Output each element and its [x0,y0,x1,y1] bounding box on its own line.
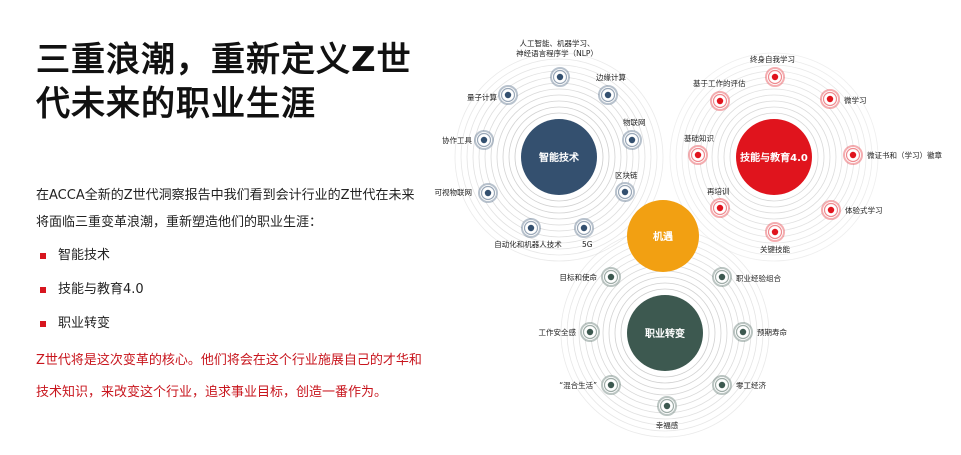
skills-node-label: 微证书和（学习）徽章 [867,150,942,160]
skills-node: 关键技能 [760,222,790,254]
tech-node-label: 量子计算 [467,92,497,102]
career-node-label: 职业经验组合 [736,273,781,283]
tech-node: 边缘计算 [596,72,626,105]
skills-node: 终身自我学习 [750,54,795,87]
list-item: 职业转变 [36,313,144,347]
tech-node-label: 协作工具 [442,135,472,145]
career-node-label: 预期寿命 [757,327,787,337]
tech-node: 可视物联网 [435,183,498,203]
skills-node-label: 微学习 [844,95,867,105]
opportunity-circle: 机遇 [627,200,699,272]
career-node: 预期寿命 [733,322,787,342]
skills-node: 基于工作的评估 [693,78,746,111]
career-node: 职业经验组合 [712,267,781,287]
tech-node: 自动化和机器人技术 [494,218,562,249]
skills-node-label: 关键技能 [760,244,790,254]
opportunity-label: 机遇 [653,230,673,243]
career-node: “混合生活” [559,375,621,395]
intro-paragraph: 在ACCA全新的Z世代洞察报告中我们看到会计行业的Z世代在未来将面临三重变革浪潮… [36,188,415,230]
tech-node-label: 可视物联网 [435,187,473,197]
career-node-label: “混合生活” [559,380,597,390]
skills-node: 微证书和（学习）徽章 [843,145,942,165]
skills-node: 基础知识 [684,133,714,165]
career-hub [627,295,703,371]
career-hub-label: 职业转变 [645,327,685,340]
career-node: 幸福感 [656,396,679,430]
skills-node-label: 再培训 [707,186,730,196]
career-node-label: 幸福感 [656,420,679,430]
tech-node-label: 边缘计算 [596,72,626,82]
career-node-label: 目标和使命 [560,272,598,282]
tech-hub [521,119,597,195]
skills-hub [736,119,812,195]
highlight-paragraph: Z世代将是这次变革的核心。他们将会在这个行业施展自己的才华和技术知识，来改变这个… [36,353,422,400]
tech-node-label: 自动化和机器人技术 [494,239,562,249]
tech-node-label: 区块链 [615,170,638,180]
career-node: 目标和使命 [560,267,621,287]
tech-node: 物联网 [622,117,646,150]
career-node-label: 零工经济 [736,380,766,390]
page-title: 三重浪潮，重新定义Z世代未来的职业生涯 [36,40,412,124]
tech-node-label: 5G [582,240,593,249]
tech-node-label: 物联网 [623,117,646,127]
tech-node: 5G [574,218,594,249]
skills-hub-label: 技能与教育4.0 [740,151,808,164]
career-node: 零工经济 [712,375,766,395]
skills-node: 再培训 [707,186,730,218]
list-item: 智能技术 [36,245,144,279]
tech-node: 人工智能、机器学习、神经语言程序学（NLP） [516,38,598,87]
tech-hub-label: 智能技术 [539,151,579,164]
wave-list: 智能技术 技能与教育4.0 职业转变 [36,245,144,347]
tech-node: 量子计算 [467,85,518,105]
list-item: 技能与教育4.0 [36,279,144,313]
skills-node-label: 基础知识 [684,133,714,143]
skills-node-label: 基于工作的评估 [693,78,746,88]
tech-node-label: 人工智能、机器学习、神经语言程序学（NLP） [516,38,598,58]
tech-node: 区块链 [615,170,638,202]
skills-node: 体验式学习 [821,200,883,220]
career-node: 工作安全感 [539,322,600,342]
skills-node: 微学习 [820,89,867,109]
tech-node: 协作工具 [442,130,494,150]
skills-node-label: 终身自我学习 [750,54,795,64]
skills-node-label: 体验式学习 [845,205,883,215]
career-node-label: 工作安全感 [539,327,577,337]
